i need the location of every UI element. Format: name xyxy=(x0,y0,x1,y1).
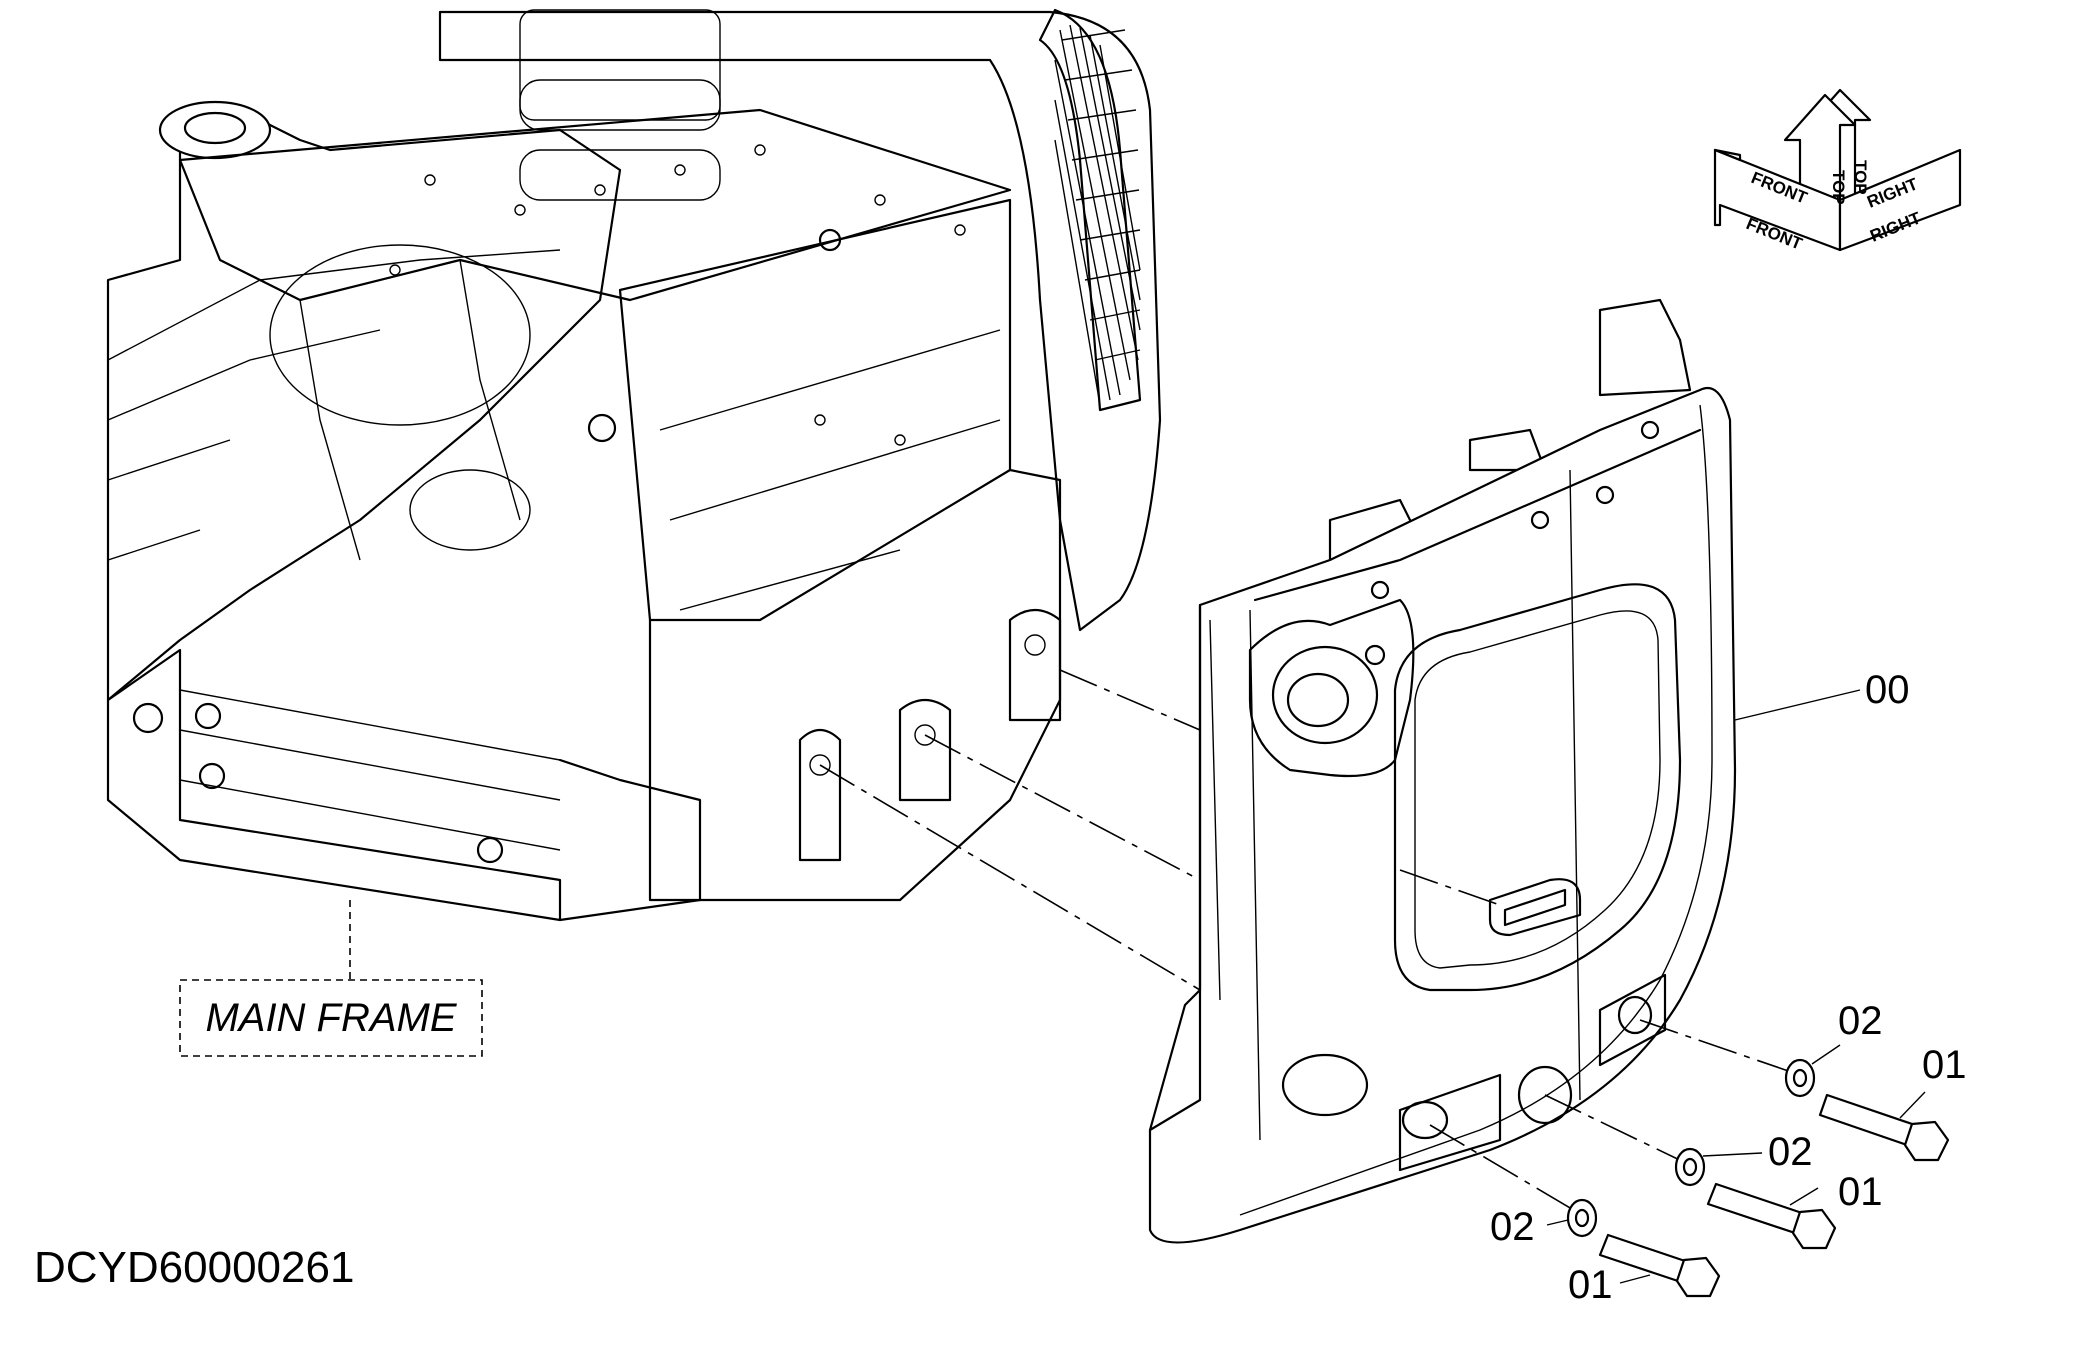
direction-top-mirror: TOP xyxy=(1851,160,1870,195)
bolt-1 xyxy=(1818,1093,1950,1162)
alignment-lines xyxy=(819,669,1801,1216)
washer-2 xyxy=(1674,1147,1706,1187)
callout-01-c: 01 xyxy=(1568,1263,1613,1307)
callout-00: 00 xyxy=(1865,668,1910,712)
bolt-2 xyxy=(1706,1182,1837,1250)
fasteners xyxy=(1566,1058,1950,1298)
callout-01-a: 01 xyxy=(1922,1043,1967,1087)
main-frame-drawing xyxy=(106,8,1162,980)
lifting-eyes xyxy=(798,608,1062,862)
callout-02-a: 02 xyxy=(1838,999,1883,1043)
counterweight-drawing xyxy=(1148,298,1737,1244)
diagram-code: DCYD60000261 xyxy=(34,1243,354,1292)
callout-leaders xyxy=(1546,689,1926,1284)
callout-01-b: 01 xyxy=(1838,1170,1883,1214)
direction-top: TOP xyxy=(1829,170,1848,205)
bolt-3 xyxy=(1598,1233,1721,1298)
main-frame-label-box: MAIN FRAME xyxy=(179,979,483,1057)
radiator-grille xyxy=(1038,8,1142,412)
callout-02-c: 02 xyxy=(1490,1205,1535,1249)
callout-02-b: 02 xyxy=(1768,1130,1813,1174)
washer-1 xyxy=(1784,1058,1816,1098)
orientation-arrows-icon: FRONT FRONT TOP TOP RIGHT RIGHT xyxy=(1713,88,1962,254)
washer-3 xyxy=(1566,1198,1598,1238)
main-frame-label: MAIN FRAME xyxy=(205,996,457,1040)
